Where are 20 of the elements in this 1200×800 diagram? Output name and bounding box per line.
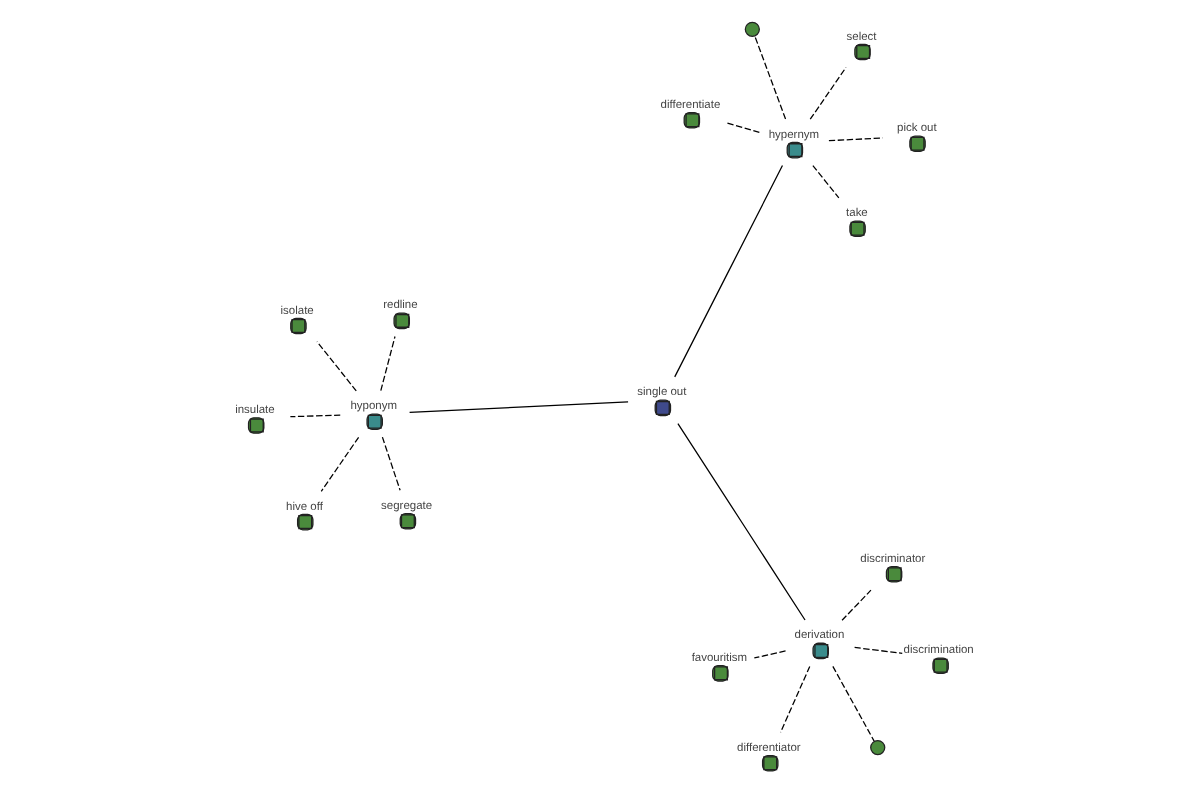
connector (725, 121, 760, 133)
connector (753, 650, 787, 659)
connector (853, 646, 903, 654)
connector (674, 164, 784, 378)
connector (809, 66, 847, 120)
connector (841, 589, 872, 621)
connector (316, 341, 357, 392)
connector (779, 665, 811, 733)
connector (320, 436, 360, 492)
connector (832, 665, 875, 742)
node-circle (744, 21, 760, 37)
connector (380, 335, 396, 392)
connector (812, 165, 840, 199)
connector (289, 414, 341, 418)
connector (677, 422, 806, 621)
node-circle (870, 739, 886, 756)
connector (381, 436, 401, 491)
connector (828, 137, 884, 142)
connector (754, 35, 787, 120)
connector (408, 401, 629, 413)
